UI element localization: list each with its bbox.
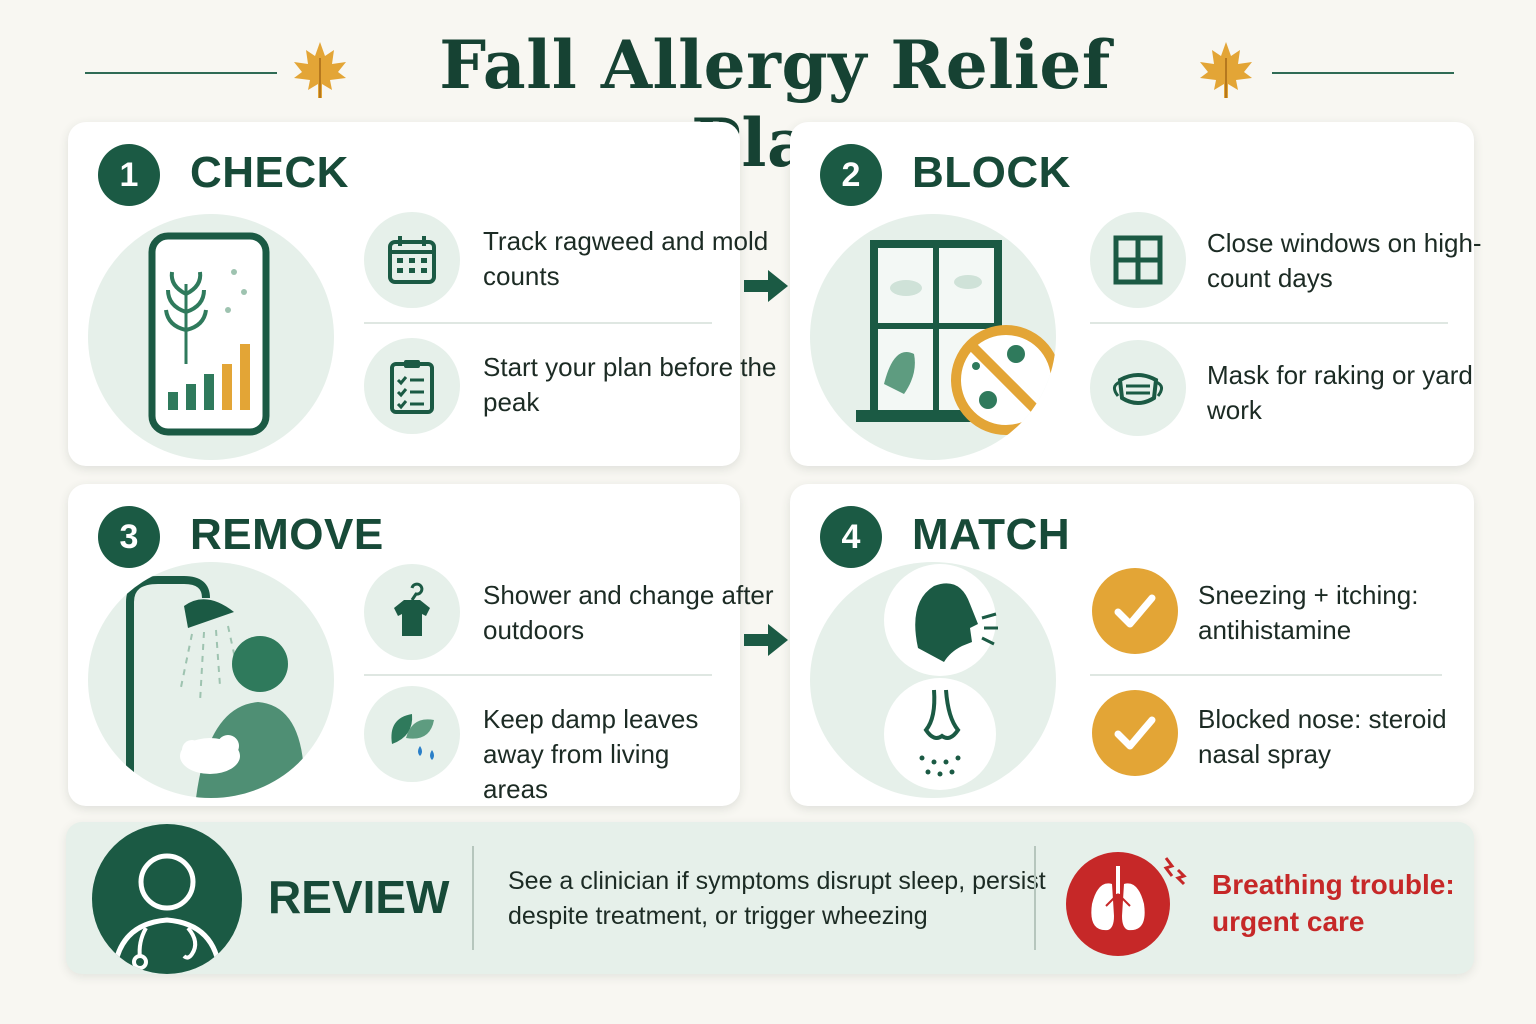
step-item-text: Blocked nose: steroid nasal spray [1198,704,1447,769]
window-no-pollen-icon [810,214,1056,460]
step-title: MATCH [912,510,1071,559]
review-panel: REVIEW See a clinician if symptoms disru… [66,822,1474,974]
phone-chart-icon [88,214,334,460]
step-item-text: Keep damp leaves away from living areas [483,704,699,804]
urgent-care-text: Breathing trouble: urgent care [1212,869,1455,937]
sneeze-nose-icon [810,562,1056,798]
window-icon [1090,212,1186,308]
header: Fall Allergy Relief Plan [0,20,1536,182]
check-icon [1092,568,1178,654]
step-title: BLOCK [912,148,1071,197]
step-title: CHECK [190,148,349,197]
damp-leaves-icon [364,686,460,782]
step-item-text: Start your plan before the peak [483,352,777,417]
step-title: REMOVE [190,510,384,559]
step-number: 1 [98,144,160,206]
title-rule-right [1272,72,1454,74]
review-text: See a clinician if symptoms disrupt slee… [508,867,1046,930]
divider [472,846,474,950]
shirt-hanger-icon [364,564,460,660]
step-item-text: Sneezing + itching: antihistamine [1198,580,1419,645]
step-card-remove: 3 REMOVE Shower and change after outdoor… [68,484,774,806]
divider [1090,674,1442,676]
mask-icon [1090,340,1186,436]
step-item-text: Close windows on high-count days [1207,228,1482,293]
step-number: 4 [820,506,882,568]
step-card-check: 1 CHECK Track ragweed and mold counts [68,122,776,466]
arrow-right-icon [744,624,788,656]
divider [364,674,712,676]
maple-leaf-icon [294,42,346,98]
clipboard-checklist-icon [364,338,460,434]
step-item-text: Mask for raking or yard work [1207,360,1473,425]
check-icon [1092,690,1178,776]
title-rule-left [85,72,277,74]
doctor-icon [92,824,242,974]
arrow-right-icon [744,270,788,302]
step-number: 3 [98,506,160,568]
step-item-text: Shower and change after outdoors [483,580,774,645]
step-card-match: 4 MATCH Sneezing + itching: antihistamin… [790,484,1474,806]
step-card-block: 2 BLOCK Close windows on high-count days [790,122,1482,466]
step-item-text: Track ragweed and mold counts [483,226,769,291]
divider [364,322,712,324]
calendar-icon [364,212,460,308]
shower-icon [88,562,334,798]
divider [1090,322,1448,324]
review-title: REVIEW [268,871,450,923]
step-number: 2 [820,144,882,206]
divider [1034,846,1036,950]
maple-leaf-icon [1200,42,1252,98]
lungs-alert-icon [1066,852,1187,956]
